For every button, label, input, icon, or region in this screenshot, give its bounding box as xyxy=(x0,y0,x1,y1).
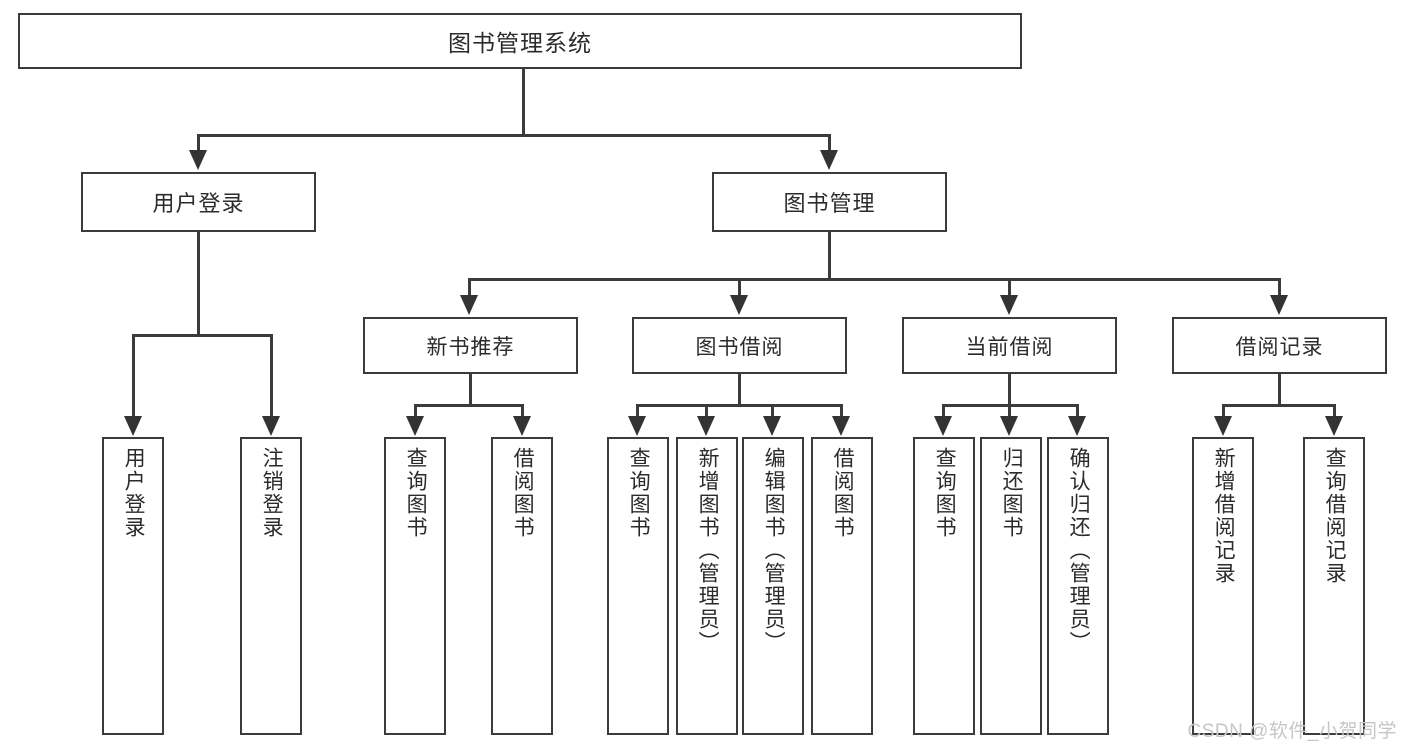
connector-book-mgmt-stem xyxy=(828,232,831,280)
node-label: 图书管理系统 xyxy=(448,30,592,56)
node-label: 查询图书 xyxy=(933,447,957,539)
node-label: 注销登录 xyxy=(260,447,284,539)
arrowhead-icon xyxy=(460,295,478,315)
arrowhead-icon xyxy=(820,150,838,170)
connector-book-mgmt-bus xyxy=(468,278,1280,281)
node-label: 借阅记录 xyxy=(1235,335,1324,359)
arrowhead-icon xyxy=(730,295,748,315)
node-book-management[interactable]: 图书管理 xyxy=(712,172,947,232)
connector-user-login-bus xyxy=(132,334,273,337)
node-label: 用户登录 xyxy=(152,191,245,216)
connector-user-login-child2 xyxy=(270,334,273,420)
node-leaf-user-login[interactable]: 用户登录 xyxy=(102,437,164,735)
connector-user-login-child1 xyxy=(132,334,135,420)
node-leaf-return-book[interactable]: 归还图书 xyxy=(980,437,1042,735)
node-leaf-add-borrow-record[interactable]: 新增借阅记录 xyxy=(1192,437,1254,735)
node-root-system[interactable]: 图书管理系统 xyxy=(18,13,1022,69)
arrowhead-icon xyxy=(513,416,531,436)
connector-root-bus xyxy=(197,134,831,137)
arrowhead-icon xyxy=(1214,416,1232,436)
connector-book-borrow-child2 xyxy=(705,404,708,420)
connector-book-borrow-child1 xyxy=(636,404,639,420)
node-label: 编辑图书（管理员） xyxy=(762,447,786,654)
arrowhead-icon xyxy=(1325,416,1343,436)
connector-current-borrow-child3 xyxy=(1076,404,1079,420)
arrowhead-icon xyxy=(697,416,715,436)
node-label: 查询借阅记录 xyxy=(1323,447,1347,585)
connector-current-borrow-child1 xyxy=(942,404,945,420)
connector-to-current-borrow xyxy=(1008,278,1011,298)
connector-book-borrow-bus xyxy=(636,404,843,407)
arrowhead-icon xyxy=(1000,416,1018,436)
node-current-borrow[interactable]: 当前借阅 xyxy=(902,317,1117,374)
connector-to-new-book xyxy=(468,278,471,298)
node-leaf-logout[interactable]: 注销登录 xyxy=(240,437,302,735)
connector-user-login-stem xyxy=(197,232,200,336)
node-leaf-edit-book-admin[interactable]: 编辑图书（管理员） xyxy=(742,437,804,735)
connector-borrow-records-child1 xyxy=(1222,404,1225,420)
connector-new-book-stem xyxy=(469,374,472,406)
arrowhead-icon xyxy=(1270,295,1288,315)
csdn-watermark: CSDN @软件_小贺同学 xyxy=(1187,721,1397,742)
connector-to-book-borrow xyxy=(738,278,741,298)
node-book-borrow[interactable]: 图书借阅 xyxy=(632,317,847,374)
connector-root-stem xyxy=(522,69,525,135)
node-label: 用户登录 xyxy=(122,447,146,539)
arrowhead-icon xyxy=(832,416,850,436)
node-label: 查询图书 xyxy=(627,447,651,539)
connector-new-book-child2 xyxy=(521,404,524,420)
connector-root-to-user-login xyxy=(197,134,200,154)
connector-current-borrow-stem xyxy=(1008,374,1011,406)
node-leaf-borrow-book-2[interactable]: 借阅图书 xyxy=(811,437,873,735)
arrowhead-icon xyxy=(763,416,781,436)
node-new-book-recommend[interactable]: 新书推荐 xyxy=(363,317,578,374)
arrowhead-icon xyxy=(628,416,646,436)
connector-new-book-bus xyxy=(414,404,524,407)
node-leaf-query-book-1[interactable]: 查询图书 xyxy=(384,437,446,735)
arrowhead-icon xyxy=(934,416,952,436)
node-leaf-query-book-2[interactable]: 查询图书 xyxy=(607,437,669,735)
connector-borrow-records-stem xyxy=(1278,374,1281,406)
arrowhead-icon xyxy=(262,416,280,436)
node-label: 确认归还（管理员） xyxy=(1067,447,1091,654)
connector-current-borrow-child2 xyxy=(1008,404,1011,420)
node-label: 查询图书 xyxy=(404,447,428,539)
node-label: 当前借阅 xyxy=(965,335,1054,359)
connector-borrow-records-bus xyxy=(1222,404,1336,407)
node-user-login[interactable]: 用户登录 xyxy=(81,172,316,232)
node-leaf-confirm-return-admin[interactable]: 确认归还（管理员） xyxy=(1047,437,1109,735)
connector-book-borrow-stem xyxy=(738,374,741,406)
node-label: 图书借阅 xyxy=(695,335,784,359)
node-label: 新增图书（管理员） xyxy=(696,447,720,654)
node-leaf-query-book-3[interactable]: 查询图书 xyxy=(913,437,975,735)
connector-to-borrow-records xyxy=(1278,278,1281,298)
node-leaf-query-borrow-record[interactable]: 查询借阅记录 xyxy=(1303,437,1365,735)
arrowhead-icon xyxy=(124,416,142,436)
arrowhead-icon xyxy=(1068,416,1086,436)
connector-book-borrow-child3 xyxy=(771,404,774,420)
node-label: 新书推荐 xyxy=(426,335,515,359)
arrowhead-icon xyxy=(406,416,424,436)
node-label: 归还图书 xyxy=(1000,447,1024,539)
node-leaf-borrow-book-1[interactable]: 借阅图书 xyxy=(491,437,553,735)
node-leaf-add-book-admin[interactable]: 新增图书（管理员） xyxy=(676,437,738,735)
node-label: 图书管理 xyxy=(783,191,876,216)
arrowhead-icon xyxy=(1000,295,1018,315)
arrowhead-icon xyxy=(189,150,207,170)
connector-borrow-records-child2 xyxy=(1333,404,1336,420)
node-label: 借阅图书 xyxy=(511,447,535,539)
node-label: 新增借阅记录 xyxy=(1212,447,1236,585)
connector-new-book-child1 xyxy=(414,404,417,420)
node-label: 借阅图书 xyxy=(831,447,855,539)
node-borrow-records[interactable]: 借阅记录 xyxy=(1172,317,1387,374)
connector-book-borrow-child4 xyxy=(840,404,843,420)
connector-root-to-book-mgmt xyxy=(828,134,831,154)
